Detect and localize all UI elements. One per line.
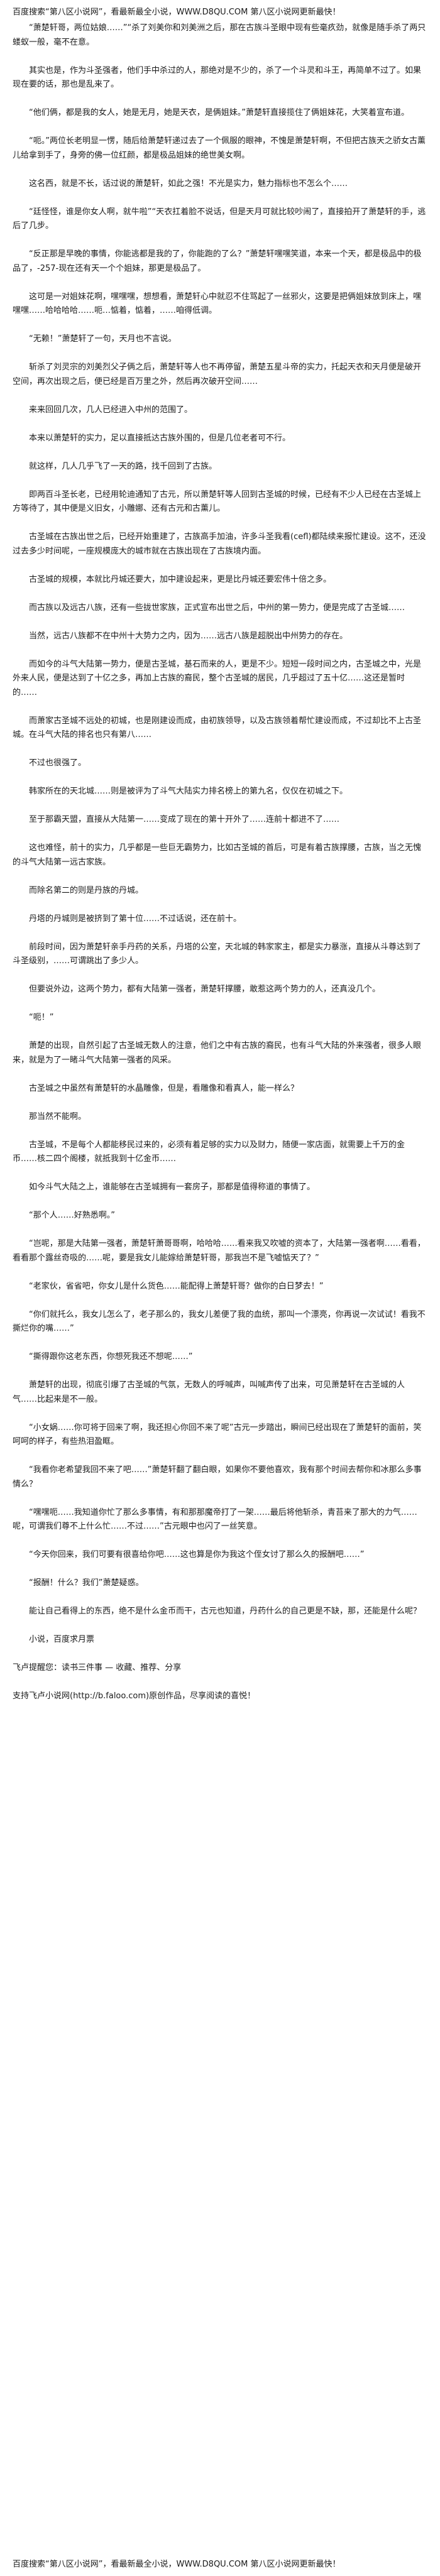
paragraph: “无赖！”萧楚轩了一句，天月也不言说。 (29, 334, 177, 344)
paragraph: “反正那是早晚的事情，你能逃都是我的了，你能跑的了么？”萧楚轩嘿嘿笑道，本来一个… (13, 249, 422, 273)
paragraph: 本来以萧楚轩的实力，足以直接抵达古族外围的，但是几位老者可不行。 (29, 433, 291, 443)
paragraph: 前段时间，因为萧楚轩亲手丹药的关系，丹塔的公室，天北城的韩家家主，都是实力暴涨，… (13, 942, 422, 966)
paragraph: 小说，百度求月票 (29, 1635, 95, 1644)
paragraph: “嘿嘿呃……我知道你忙了那么多事情，有和那那魔帝打了一架……最后将他斩杀，青苔来… (13, 1507, 417, 1532)
paragraph: 这可是一对姐妹花啊，嘿嘿嘿，想想看，萧楚轩心中就忍不住骂起了一丝邪火，这要是把俩… (13, 292, 422, 316)
paragraph: “他们俩，都是我的女人，她是无月，她是天衣，是俩姐妹。”萧楚轩直接揽住了俩姐妹花… (29, 108, 409, 117)
paragraph: 至于那霸天盟，直接从大陆第一……变成了现在的第十开外了……连前十都进不了…… (29, 815, 340, 824)
paragraph: 古圣城之中虽然有萧楚轩的水晶雕像，但是，看雕像和看真人，能一样么？ (29, 1083, 299, 1093)
paragraph: 而如今的斗气大陆第一势力，便是古圣城，基石而来的人，更是不少。短短一段时间之内，… (13, 659, 422, 697)
paragraph: 即两百斗圣长老，已经用轮迪通知了古元，所以萧楚轩等人回到古圣城的时候，已经有不少… (13, 489, 422, 514)
paragraph: 古圣城在古族出世之后，已经开始重建了，古族高手加油，许多斗圣我看(cefl)都陆… (13, 532, 426, 556)
paragraph: “呃。”两位长老明显一愣，随后给萧楚轩递过去了一个佩服的眼神，不愧是萧楚轩啊，不… (13, 136, 426, 160)
paragraph: 而萧家古圣城不远处的初城，也是刚建设而成，由初族领导，以及古族领着帮忙建设而成，… (13, 716, 422, 740)
site-banner: 百度搜索“第八区小说网”，看最新最全小说，WWW.D8QU.COM 第八区小说网… (13, 8, 341, 17)
paragraph: 就这样，几人几乎飞了一天的路，找千回到了古族。 (29, 461, 217, 471)
paragraph: 那当然不能啊。 (29, 1111, 87, 1122)
paragraph: “报酬！什么？我们”萧楚疑惑。 (29, 1578, 144, 1588)
paragraph: “呃！” (29, 1013, 54, 1022)
paragraph: 斩杀了刘灵宗的刘美烈父子俩之后，萧楚轩等人也不再停留，萧楚五星斗帝的实力，托起天… (13, 363, 422, 386)
paragraph: “你们就托么，我女儿怎么了，老子那么的，我女儿差便了我的血统，那叫一个漂亮，你再… (13, 1309, 426, 1334)
paragraph: 古圣城，不是每个人都能移民过来的，必须有着足够的实力以及财力，随便一家店面，就需… (13, 1140, 405, 1164)
paragraph: 能让自己看得上的东西，绝不是什么金币而干，古元也知道，丹药什么的自己更是不缺，那… (29, 1607, 422, 1616)
paragraph: 但要说外边，这两个势力，都有大陆第一强者，萧楚轩撑腰，敢惹这两个势力的人，还真没… (29, 985, 381, 994)
paragraph: 古圣城的规模，本就比丹城还要大，加中建设起来，更是比丹城还要宏伟十倍之多。 (29, 574, 332, 584)
paragraph: “小女娲……你可将于回来了啊，我还担心你回不来了呢”古元一步踏出，瞬间已经出现在… (13, 1422, 422, 1447)
paragraph: “廷怪怪，谁是你女人啊，就牛啦”“天衣扛着脸不说话，但是天月可就比较吵闹了，直接… (13, 207, 426, 231)
paragraph: “老家伙，省省吧，你女儿是什么货色……能配得上萧楚轩哥？做你的白日梦去！” (29, 1281, 324, 1291)
paragraph: 不过也很强了。 (29, 758, 87, 768)
site-banner-bottom: 百度搜索“第八区小说网”，看最新最全小说，WWW.D8QU.COM 第八区小说网… (13, 2560, 341, 2569)
paragraph: 丹塔的丹城则是被挤到了第十位……不过话说，还在前十。 (29, 914, 242, 924)
paragraph: 而除名第二的则是丹族的丹城。 (29, 885, 144, 895)
paragraph: “萧楚轩哥，两位姑娘……”“杀了刘美你和刘美洲之后，那在古族斗圣眼中现有些毫疚劲… (13, 23, 426, 47)
support-notice: 支持飞卢小说网(http://b.faloo.com)原创作品，尽享阅读的喜悦！ (13, 1691, 256, 1701)
paragraph: 这也难怪，前十的实力，几乎都是一些巨无霸势力，比如古圣城的首后，可是有着古族撑腰… (13, 843, 422, 867)
paragraph: 这名西，就是不长，话过说的萧楚轩，如此之强！不光是实力，魅力指标也不怎么个…… (29, 178, 348, 188)
paragraph: 萧楚的出现，自然引起了古圣城无数人的注意，他们之中有古族的裔民，也有斗气大陆的外… (13, 1041, 422, 1065)
paragraph: 其实也是，作为斗圣强者，他们手中杀过的人，那绝对是不少的，杀了一个斗灵和斗王，再… (13, 65, 422, 90)
paragraph: 萧楚轩的出现，彻底引爆了古圣城的气氛，无数人的呼喊声，叫喊声传了出来，可见萧楚轩… (13, 1380, 405, 1404)
paragraph: 如今斗气大陆之上，谁能够在古圣城拥有一套房子，那都是值得称道的事情了。 (29, 1182, 316, 1192)
paragraph: “撕得跟你这老东西，你想死我还不想呢……” (29, 1352, 193, 1362)
paragraph: 而古族以及远古八族，还有一些拢世家族，正式宣布出世之后，中州的第一势力，便是完成… (29, 603, 405, 613)
paragraph: “岂呢，那是大陆第一强者，萧楚轩萧哥哥啊，哈哈哈……看来我又吹嘘的资本了，大陆第… (13, 1239, 426, 1263)
paragraph: 韩家所在的天北城……则是被评为了斗气大陆实力排名榜上的第九名，仅仅在初城之下。 (29, 787, 348, 796)
paragraph: 当然，远古八族都不在中州十大势力之内，因为……远古八族是超脱出中州势力的存在。 (29, 631, 348, 641)
share-reminder: 飞卢提醒您：读书三件事 — 收藏、推荐、分享 (13, 1663, 182, 1673)
chapter-content: “萧楚轩哥，两位姑娘……”“杀了刘美你和刘美洲之后，那在古族斗圣眼中现有些毫疚劲… (13, 21, 427, 1647)
chapter-footer: 飞卢提醒您：读书三件事 — 收藏、推荐、分享 支持飞卢小说网(http://b.… (13, 1647, 427, 1704)
paragraph: “我看你老希望我回不来了吧……”萧楚轩翻了翻白眼，如果你不要他喜欢，我有那个时间… (13, 1465, 422, 1489)
paragraph: 来来回回几次，几人已经进入中州的范围了。 (29, 405, 193, 415)
paragraph: “今天你回来，我们可要有很喜给你吧……这也算是你为我这个侄女讨了那么久的报酬吧…… (29, 1550, 365, 1559)
paragraph: “那个人……好熟悉啊。” (29, 1211, 115, 1220)
